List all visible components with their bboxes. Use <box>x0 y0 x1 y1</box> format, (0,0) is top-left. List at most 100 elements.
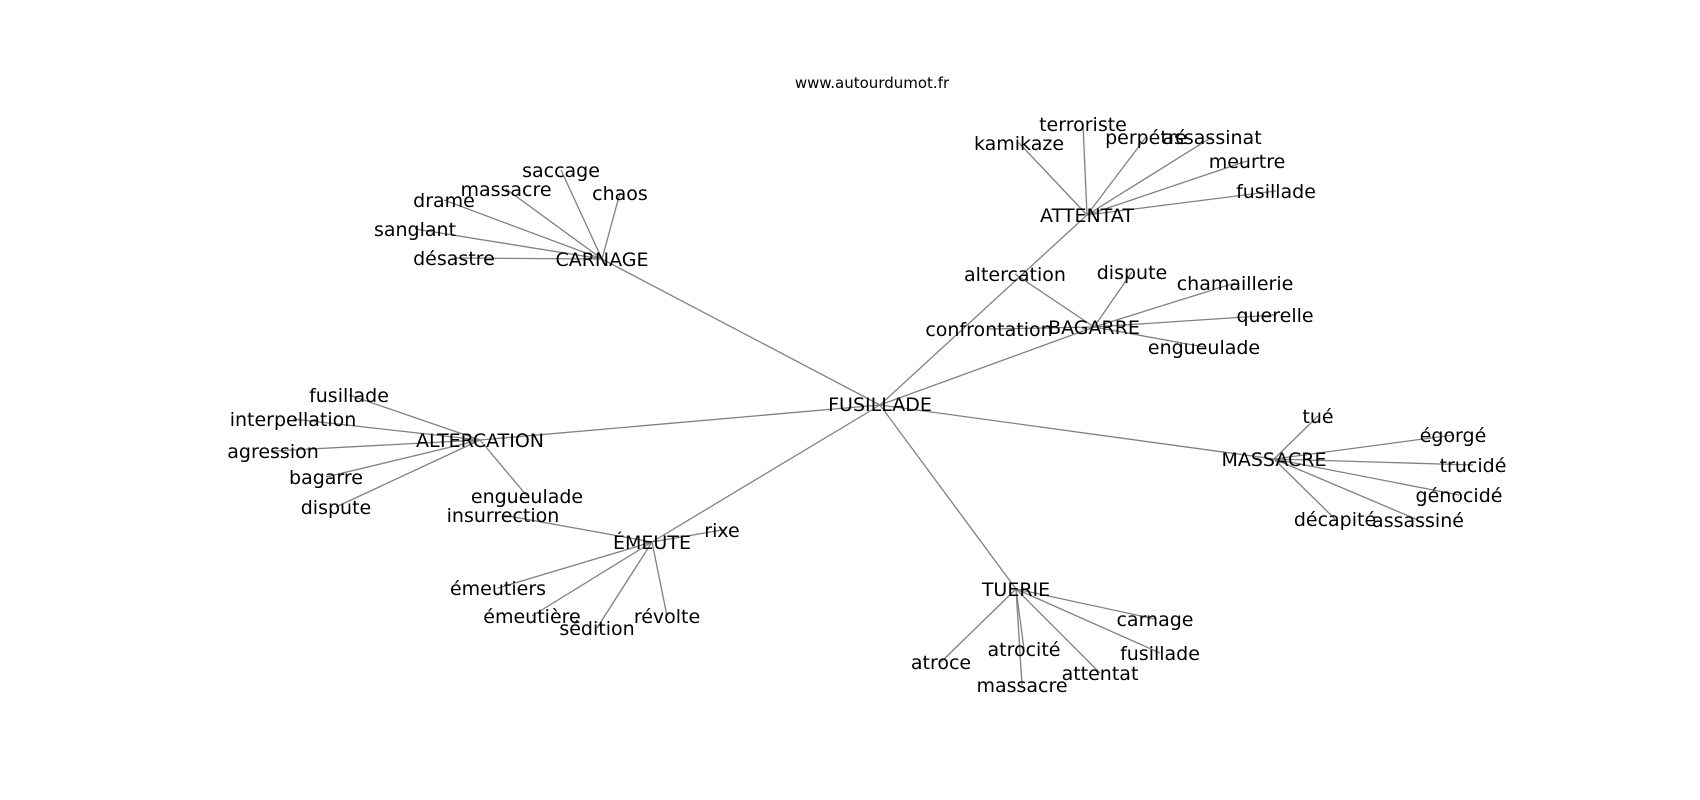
edge-massacre-1 <box>1273 434 1454 460</box>
edge-altercation-2 <box>272 439 481 452</box>
edge-root-massacre <box>879 404 1275 460</box>
leaf-node-tuerie-2: atroce <box>911 652 971 674</box>
edge-tuerie-5 <box>1015 588 1023 686</box>
edge-bagarre-2 <box>1093 282 1236 328</box>
edge-attentat-2 <box>1086 136 1147 216</box>
edge-attentat-3 <box>1086 136 1213 216</box>
leaf-node-carnage-3: drame <box>413 190 475 212</box>
leaf-node-attentat-5: fusillade <box>1236 181 1316 203</box>
edge-massacre-2 <box>1273 458 1474 466</box>
root-node: FUSILLADE <box>828 394 932 416</box>
leaf-node-emeute-5: révolte <box>634 606 700 628</box>
leaf-node-bagarre-3: confrontation <box>925 319 1052 341</box>
hub-node-massacre: MASSACRE <box>1221 449 1326 471</box>
leaf-node-massacre-4: décapité <box>1294 509 1376 531</box>
leaf-node-bagarre-1: dispute <box>1097 262 1167 284</box>
edge-attentat-5 <box>1086 190 1277 216</box>
leaf-node-emeute-3: émeutière <box>483 606 580 628</box>
edge-bagarre-4 <box>1093 314 1276 328</box>
edge-tuerie-1 <box>1015 588 1025 650</box>
leaf-node-altercation-0: fusillade <box>309 385 389 407</box>
leaf-node-altercation-4: dispute <box>301 497 371 519</box>
leaf-node-attentat-1: kamikaze <box>974 133 1064 155</box>
leaf-node-attentat-3: assassinat <box>1162 127 1261 149</box>
edge-emeute-4 <box>596 541 653 629</box>
edge-tuerie-4 <box>1015 588 1101 674</box>
leaf-node-emeute-0: insurrection <box>447 505 560 527</box>
leaf-node-massacre-5: assassiné <box>1372 510 1464 532</box>
edge-attentat-1 <box>1018 142 1088 216</box>
leaf-node-bagarre-5: engueulade <box>1148 337 1260 359</box>
hub-node-bagarre: BAGARRE <box>1048 317 1140 339</box>
edge-emeute-5 <box>651 541 668 617</box>
hub-node-carnage: CARNAGE <box>555 249 648 271</box>
leaf-node-carnage-0: saccage <box>522 160 600 182</box>
leaf-node-emeute-4: sédition <box>559 618 634 640</box>
edge-massacre-4 <box>1273 458 1336 520</box>
edge-massacre-3 <box>1273 458 1460 496</box>
edge-attentat-4 <box>1086 160 1248 216</box>
edge-root-altercation <box>479 404 881 441</box>
edge-carnage-2 <box>601 192 621 260</box>
leaf-node-carnage-2: chaos <box>592 183 648 205</box>
leaf-node-attentat-0: terroriste <box>1039 114 1127 136</box>
leaf-node-tuerie-4: attentat <box>1062 663 1139 685</box>
edge-carnage-0 <box>560 169 603 260</box>
edge-massacre-5 <box>1273 458 1419 521</box>
edge-altercation-0 <box>348 394 481 441</box>
edge-emeute-3 <box>531 541 653 617</box>
leaf-node-altercation-3: bagarre <box>289 467 363 489</box>
leaf-node-carnage-1: massacre <box>460 179 551 201</box>
leaf-node-emeute-2: émeutiers <box>450 578 546 600</box>
leaf-node-tuerie-0: carnage <box>1116 609 1193 631</box>
leaf-node-massacre-1: égorgé <box>1420 425 1487 447</box>
edge-attentat-0 <box>1082 123 1088 216</box>
edge-bagarre-0 <box>1014 273 1095 328</box>
leaf-node-attentat-2: perpétré <box>1105 127 1187 149</box>
edge-altercation-1 <box>292 418 481 441</box>
leaf-node-altercation-5: engueulade <box>471 486 583 508</box>
leaf-node-emeute-1: rixe <box>704 520 739 542</box>
leaf-node-massacre-0: tué <box>1302 406 1333 428</box>
edge-bagarre-3 <box>988 326 1095 330</box>
edge-root-bagarre <box>879 326 1095 406</box>
edge-altercation-5 <box>479 439 528 497</box>
edge-root-carnage <box>601 258 881 406</box>
hub-node-attentat: ATTENTAT <box>1040 205 1134 227</box>
edge-tuerie-2 <box>940 588 1017 663</box>
leaf-node-massacre-2: trucidé <box>1440 455 1507 477</box>
edge-carnage-1 <box>505 188 603 260</box>
leaf-node-attentat-4: meurtre <box>1209 151 1286 173</box>
hub-node-tuerie: TUERIE <box>981 579 1050 601</box>
edge-emeute-1 <box>651 529 723 543</box>
leaf-node-tuerie-1: atrocité <box>988 639 1061 661</box>
hub-node-emeute: ÉMEUTE <box>613 531 691 554</box>
graph-labels: www.autourdumot.fr FUSILLADE CARNAGE sacc… <box>227 74 1506 697</box>
edge-tuerie-3 <box>1015 588 1161 654</box>
edge-tuerie-0 <box>1015 588 1156 620</box>
leaf-node-bagarre-0: altercation <box>964 264 1066 286</box>
graph-edges <box>272 123 1474 686</box>
hub-node-altercation: ALTERCATION <box>416 430 544 452</box>
leaf-node-altercation-1: interpellation <box>230 409 357 431</box>
edge-altercation-3 <box>325 439 481 478</box>
edge-carnage-4 <box>414 228 603 260</box>
edge-massacre-0 <box>1273 415 1319 460</box>
leaf-node-bagarre-4: querelle <box>1236 305 1313 327</box>
leaf-node-carnage-4: sanglant <box>374 219 456 241</box>
edge-carnage-5 <box>453 257 603 260</box>
edge-bagarre-5 <box>1093 326 1205 348</box>
edge-altercation-4 <box>335 439 481 508</box>
edge-root-attentat <box>879 214 1088 406</box>
leaf-node-massacre-3: génocidé <box>1416 485 1503 507</box>
edge-root-emeute <box>651 404 881 543</box>
edge-carnage-3 <box>443 199 603 260</box>
edge-root-tuerie <box>879 404 1017 590</box>
source-watermark: www.autourdumot.fr <box>795 74 950 92</box>
leaf-node-carnage-5: désastre <box>413 248 495 270</box>
edge-emeute-0 <box>502 514 653 543</box>
leaf-node-altercation-2: agression <box>227 441 319 463</box>
leaf-node-tuerie-5: massacre <box>976 675 1067 697</box>
leaf-node-bagarre-2: chamaillerie <box>1177 273 1294 295</box>
